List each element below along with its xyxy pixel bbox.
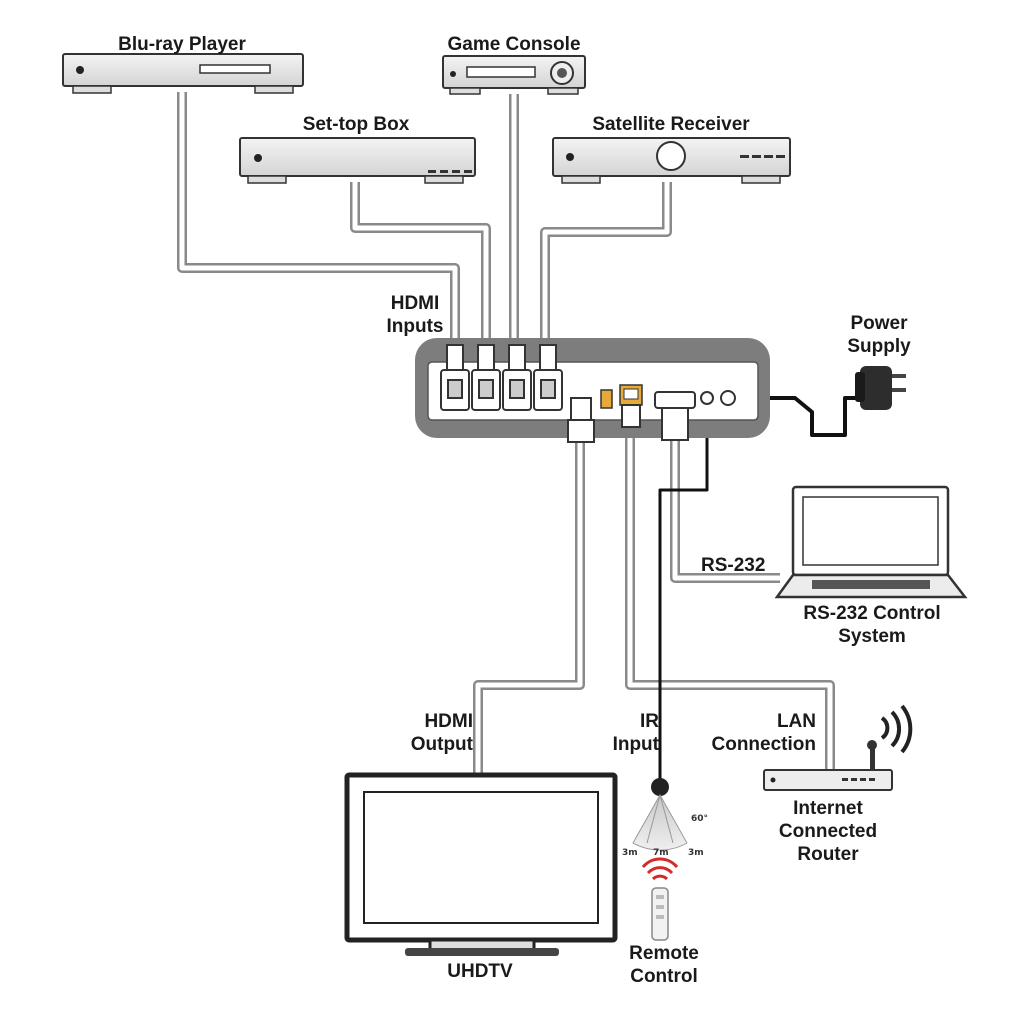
- satellite-receiver-device: [552, 137, 791, 184]
- cable-satellite-to-switcher: [540, 182, 672, 352]
- cable-ir: [658, 405, 709, 780]
- power-supply-adapter: [855, 366, 906, 410]
- cable-hdmi-output: [473, 440, 585, 775]
- bluray-player-label: Blu-ray Player: [118, 34, 246, 55]
- ir-range-center-label: 7m: [653, 848, 669, 858]
- router-label: Internet Connected Router: [778, 798, 878, 865]
- bluray-player-device: [62, 53, 304, 94]
- settop-box-label: Set-top Box: [302, 114, 410, 135]
- power-supply-label: Power Supply: [847, 313, 911, 357]
- settop-box-device: [239, 137, 476, 184]
- router-device: [763, 704, 913, 791]
- laptop-device: [774, 485, 968, 599]
- laptop-label: RS-232 Control System: [803, 603, 941, 647]
- ir-port: [700, 391, 714, 405]
- remote-control: [641, 857, 679, 941]
- ir-angle-label: 60°: [691, 814, 709, 824]
- ir-input-label: IR Input: [612, 711, 659, 755]
- hdmi-switcher-unit: [415, 338, 770, 443]
- lan-connection-label: LAN Connection: [711, 711, 817, 755]
- ir-range-left-label: 3m: [622, 848, 638, 858]
- rs232-port: [654, 391, 696, 441]
- lan-port: [619, 384, 643, 428]
- rs232-label: RS-232: [701, 555, 766, 576]
- wifi-signal-icon: [880, 704, 913, 754]
- uhdtv-label: UHDTV: [447, 961, 513, 982]
- game-console-device: [442, 55, 586, 95]
- cable-bluray-to-switcher: [177, 92, 460, 352]
- ir-receiver: [632, 778, 688, 851]
- service-port: [600, 389, 613, 409]
- cable-power: [735, 396, 870, 437]
- ir-range-right-label: 3m: [688, 848, 704, 858]
- hdmi-input-ports: [440, 369, 563, 411]
- remote-control-label: Remote Control: [629, 943, 699, 987]
- uhdtv-screen: [344, 772, 618, 956]
- ir-signal-icon: [641, 857, 679, 881]
- hdmi-input-plugs: [446, 344, 557, 371]
- satellite-receiver-label: Satellite Receiver: [592, 114, 750, 135]
- cables: [177, 92, 870, 780]
- hdmi-output-label: HDMI Output: [410, 711, 473, 755]
- game-console-label: Game Console: [447, 34, 581, 55]
- hdmi-output-port: [567, 397, 595, 443]
- cable-lan: [625, 428, 835, 770]
- hdmi-inputs-label: HDMI Inputs: [386, 293, 444, 337]
- cable-settop-to-switcher: [350, 182, 491, 352]
- cable-rs232: [670, 440, 780, 583]
- ir-range-fan: [632, 793, 688, 851]
- power-port: [720, 390, 736, 406]
